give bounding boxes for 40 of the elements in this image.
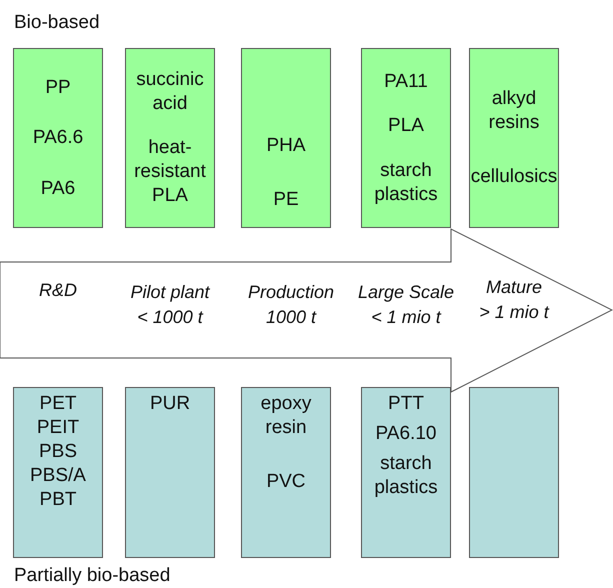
material-name: PVC <box>265 470 307 494</box>
material-name: PUR <box>148 392 192 416</box>
material-box <box>469 48 559 228</box>
material-box <box>241 48 331 228</box>
material-name: PE <box>272 188 300 212</box>
empty-box <box>469 387 559 558</box>
material-box <box>13 387 103 558</box>
material-name: PET <box>38 392 78 416</box>
material-name: alkyd resins <box>488 87 540 135</box>
material-box <box>241 387 331 558</box>
stage-label: Pilot plant < 1000 t <box>129 281 211 329</box>
material-box <box>125 48 215 228</box>
material-name: starch plastics <box>373 158 439 206</box>
material-name: PBS <box>38 440 78 464</box>
material-name: succinic acid <box>135 68 205 116</box>
material-name: PA6 <box>40 176 76 200</box>
material-name: heat-resistant PLA <box>133 136 207 208</box>
material-name: PHA <box>265 134 307 158</box>
stage-label: R&D <box>38 279 78 302</box>
material-box <box>13 48 103 228</box>
material-name: PP <box>44 76 72 100</box>
material-box <box>125 387 215 558</box>
material-name: PLA <box>387 114 425 138</box>
material-box <box>361 387 451 558</box>
material-name: PBS/A <box>29 464 87 488</box>
material-name: PA6.10 <box>374 422 438 446</box>
material-name: PA6.6 <box>32 126 84 150</box>
material-name: PTT <box>387 392 425 416</box>
material-name: cellulosics <box>470 165 558 189</box>
group-heading: Partially bio-based <box>14 565 170 587</box>
material-name: PBT <box>38 488 78 512</box>
material-name: epoxy resin <box>260 392 312 440</box>
stage-label: Large Scale < 1 mio t <box>356 281 456 329</box>
stage-label: Production 1000 t <box>246 281 336 329</box>
stage-label: Mature > 1 mio t <box>478 276 550 324</box>
material-name: PA11 <box>383 70 429 94</box>
material-name: starch plastics <box>373 452 439 500</box>
group-heading: Bio-based <box>14 12 100 34</box>
material-box <box>361 48 451 228</box>
material-name: PEIT <box>36 416 80 440</box>
